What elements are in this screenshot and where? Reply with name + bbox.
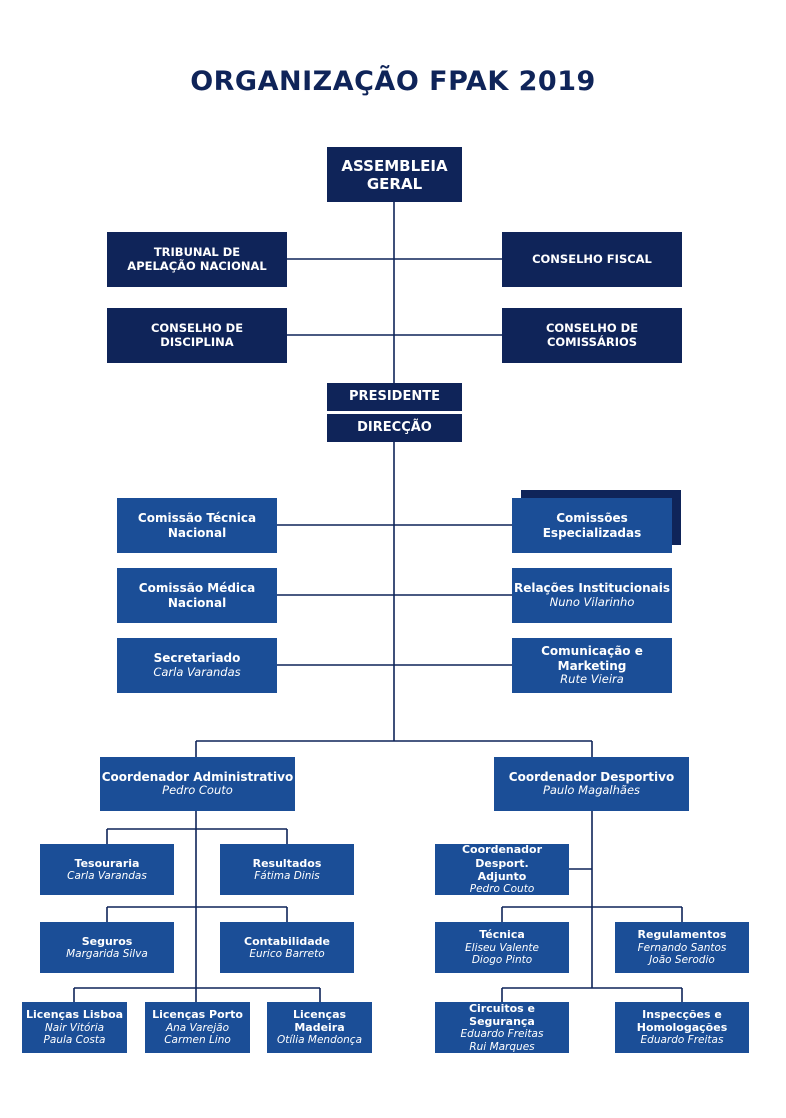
box-comissao-tecnica: Comissão Técnica Nacional <box>117 498 277 553</box>
box-coordenador-adjunto: Coordenador Desport. Adjunto Pedro Couto <box>435 843 569 895</box>
box-assembleia-geral: ASSEMBLEIA GERAL <box>327 147 462 202</box>
box-resultados: Resultados Fátima Dinis <box>220 844 354 895</box>
box-conselho-comissarios: CONSELHO DE COMISSÁRIOS <box>502 308 682 363</box>
box-seguros: Seguros Margarida Silva <box>40 922 174 973</box>
box-licencas-lisboa: Licenças Lisboa Nair Vitória Paula Costa <box>22 1002 127 1053</box>
chart-title: ORGANIZAÇÃO FPAK 2019 <box>190 66 596 97</box>
box-comissoes-especializadas: Comissões Especializadas <box>512 498 672 553</box>
box-secretariado: Secretariado Carla Varandas <box>117 638 277 693</box>
box-comissao-medica: Comissão Médica Nacional <box>117 568 277 623</box>
box-licencas-madeira: Licenças Madeira Otília Mendonça <box>267 1002 372 1053</box>
box-tribunal-apelacao: TRIBUNAL DE APELAÇÃO NACIONAL <box>107 232 287 287</box>
box-regulamentos: Regulamentos Fernando Santos João Serodi… <box>615 922 749 973</box>
box-coordenador-desportivo: Coordenador Desportivo Paulo Magalhães <box>494 757 689 811</box>
box-direccao: DIRECÇÃO <box>327 414 462 442</box>
box-circuitos-seguranca: Circuitos e Segurança Eduardo Freitas Ru… <box>435 1002 569 1053</box>
box-licencas-porto: Licenças Porto Ana Varejão Carmen Lino <box>145 1002 250 1053</box>
box-relacoes-institucionais: Relações Institucionais Nuno Vilarinho <box>512 568 672 623</box>
box-contabilidade: Contabilidade Eurico Barreto <box>220 922 354 973</box>
box-comunicacao-marketing: Comunicação e Marketing Rute Vieira <box>512 638 672 693</box>
box-conselho-disciplina: CONSELHO DE DISCIPLINA <box>107 308 287 363</box>
box-tesouraria: Tesouraria Carla Varandas <box>40 844 174 895</box>
box-presidente: PRESIDENTE <box>327 383 462 411</box>
box-inspeccoes-homologacoes: Inspecções e Homologações Eduardo Freita… <box>615 1002 749 1053</box>
box-tecnica: Técnica Eliseu Valente Diogo Pinto <box>435 922 569 973</box>
box-conselho-fiscal: CONSELHO FISCAL <box>502 232 682 287</box>
box-coordenador-administrativo: Coordenador Administrativo Pedro Couto <box>100 757 295 811</box>
